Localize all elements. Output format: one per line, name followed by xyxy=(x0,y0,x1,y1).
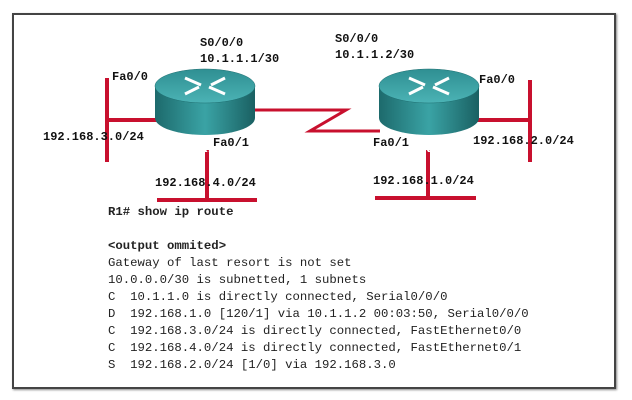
output-line: 10.0.0.0/30 is subnetted, 1 subnets xyxy=(108,273,367,287)
r2-fa00-label: Fa0/0 xyxy=(479,73,516,87)
r1-s000-ip: 10.1.1.1/30 xyxy=(200,52,280,66)
router-r2-icon xyxy=(377,67,481,137)
r2-label: R2 xyxy=(420,139,440,156)
output-line: Gateway of last resort is not set xyxy=(108,256,352,270)
r1-label: R1 xyxy=(197,139,217,156)
r1-lan-fa01-network: 192.168.4.0/24 xyxy=(155,176,256,190)
r2-lan-fa01-network: 192.168.1.0/24 xyxy=(373,174,474,188)
r2-s000-label: S0/0/0 xyxy=(335,32,379,46)
r2-s000-ip: 10.1.1.2/30 xyxy=(335,48,415,62)
route-entry: D 192.168.1.0 [120/1] via 10.1.1.2 00:03… xyxy=(108,307,529,321)
route-entry: C 192.168.3.0/24 is directly connected, … xyxy=(108,324,522,338)
router-r1-icon xyxy=(153,67,257,137)
diagram-frame xyxy=(12,13,616,389)
r1-s000-label: S0/0/0 xyxy=(200,36,244,50)
r1-fa01-label: Fa0/1 xyxy=(213,136,250,150)
r1-lan-fa00-network: 192.168.3.0/24 xyxy=(43,130,144,144)
r2-fa01-label: Fa0/1 xyxy=(373,136,410,150)
route-entry: C 10.1.1.0 is directly connected, Serial… xyxy=(108,290,448,304)
route-entry: C 192.168.4.0/24 is directly connected, … xyxy=(108,341,522,355)
route-entry: S 192.168.2.0/24 [1/0] via 192.168.3.0 xyxy=(108,358,396,372)
r2-lan-fa00-network: 192.168.2.0/24 xyxy=(473,134,574,148)
command-line: R1# show ip route xyxy=(108,205,234,219)
output-line: <output ommited> xyxy=(108,239,227,253)
route-output: R1# show ip route <output ommited> Gatewa… xyxy=(108,204,529,374)
links xyxy=(105,78,532,202)
r1-fa00-label: Fa0/0 xyxy=(112,70,149,84)
serial-link xyxy=(253,108,380,133)
